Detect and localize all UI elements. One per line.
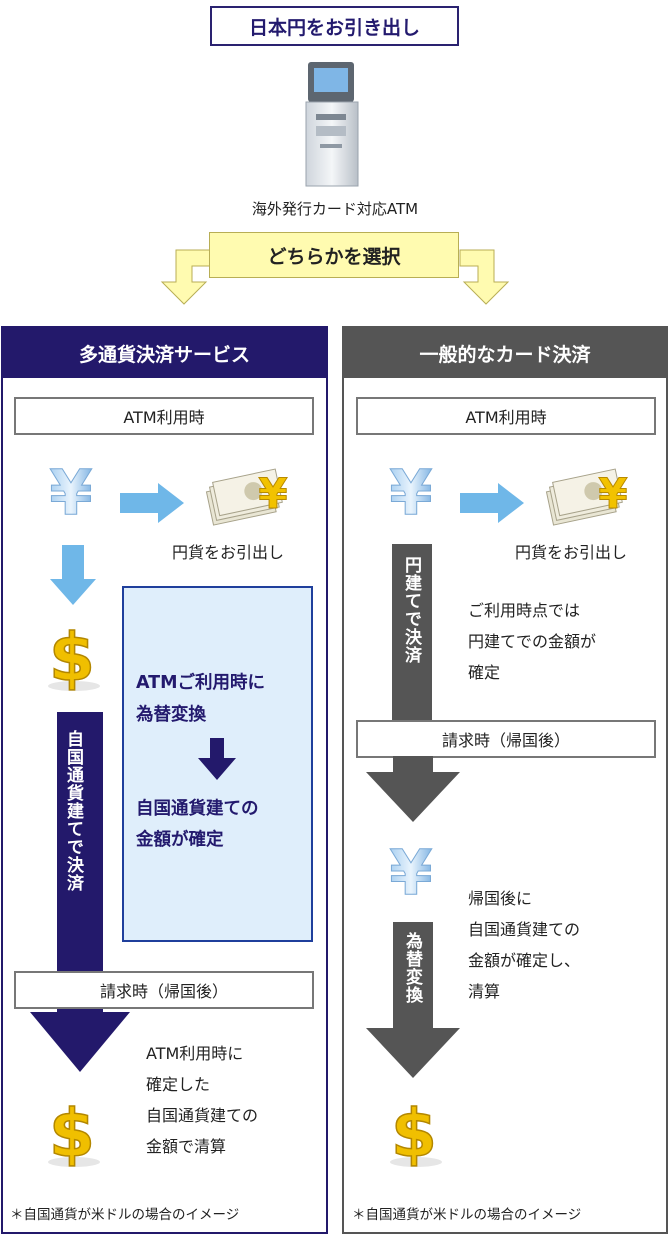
right-result-4: 清算 [468,982,501,1001]
right-bar1-text: 円建てで決済 [401,556,421,664]
svg-text:¥: ¥ [389,458,432,524]
yen-banknotes-icon: ¥ [205,468,288,526]
yen-icon: ¥ [389,838,433,904]
dollar-icon: $ [48,1094,100,1170]
right-info-1: ご利用時点では [468,601,581,620]
left-result-3: 自国通貨建ての [146,1106,259,1125]
svg-text:$: $ [49,619,95,694]
dollar-icon: $ [390,1094,442,1170]
page-title: 日本円をお引き出し [210,6,459,46]
right-info-2: 円建てでの金額が [468,632,597,651]
svg-text:$: $ [49,1095,95,1170]
atm-machine-icon [305,62,359,187]
box-down-arrow-icon [198,738,236,780]
svg-text:¥: ¥ [598,469,627,518]
yen-icon: ¥ [49,458,93,524]
yen-icon: ¥ [389,458,433,524]
multi-currency-header: 多通貨決済サービス [3,328,326,378]
left-result-1: ATM利用時に [146,1044,244,1063]
right-down-arrow-icon [459,249,510,305]
atm-caption: 海外発行カード対応ATM [251,200,419,218]
box-line-4: 金額が確定 [136,830,224,850]
right-arrow-icon [120,483,184,523]
down-arrow-icon [50,545,96,605]
left-atm-label: ATM利用時 [14,397,314,435]
choose-box: どちらかを選択 [209,232,459,278]
right-result-3: 金額が確定し、 [468,951,581,970]
dollar-icon: $ [48,618,100,694]
settlement-bar [30,712,130,1072]
split-arrows [160,249,510,305]
right-info-3: 確定 [468,663,501,682]
left-withdraw-label: 円貨をお引出し [172,543,285,562]
box-line-1: ATMご利用時に [136,673,266,693]
left-billing-label: 請求時（帰国後） [14,971,314,1009]
right-withdraw-label: 円貨をお引出し [515,543,628,562]
left-result-2: 確定した [146,1075,211,1094]
yen-banknotes-icon: ¥ [545,468,628,526]
yen-settlement-bar [392,544,432,722]
left-down-arrow-icon [160,249,211,305]
right-billing-label: 請求時（帰国後） [356,720,656,758]
conversion-bar [366,922,460,1078]
left-bar-text: 自国通貨建てで決済 [63,730,83,892]
right-result-1: 帰国後に [468,889,533,908]
general-card-header: 一般的なカード決済 [344,328,666,378]
svg-text:¥: ¥ [49,458,92,524]
right-bar2-text: 為替変換 [402,932,422,1004]
svg-text:$: $ [391,1095,437,1170]
svg-text:¥: ¥ [389,838,432,904]
right-atm-label: ATM利用時 [356,397,656,435]
gray-down-arrow-icon [366,756,460,822]
right-result-2: 自国通貨建ての [468,920,581,939]
box-line-3: 自国通貨建ての [136,799,259,819]
svg-text:¥: ¥ [258,469,287,518]
left-result-4: 金額で清算 [146,1137,227,1156]
right-arrow-icon [460,483,524,523]
box-line-2: 為替変換 [136,705,206,725]
right-note: ＊自国通貨が米ドルの場合のイメージ [352,1207,582,1223]
left-note: ＊自国通貨が米ドルの場合のイメージ [10,1207,240,1223]
